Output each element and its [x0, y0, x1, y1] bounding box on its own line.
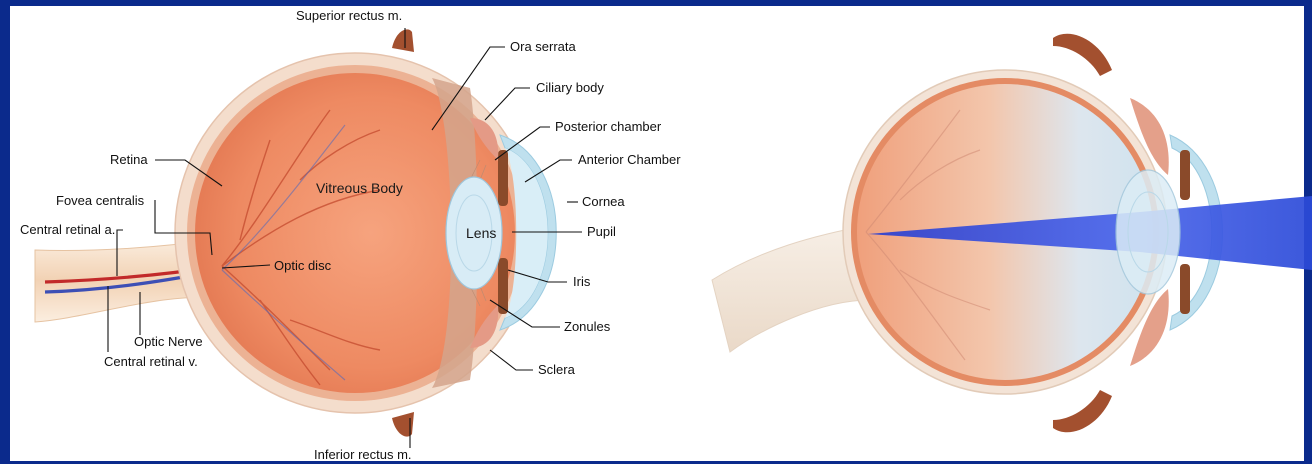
label-zonules: Zonules — [564, 319, 611, 334]
label-pupil: Pupil — [587, 224, 616, 239]
label-ora-serrata: Ora serrata — [510, 39, 577, 54]
label-sclera: Sclera — [538, 362, 576, 377]
label-lens: Lens — [466, 225, 496, 241]
right-iris-lower-shape — [1180, 264, 1190, 314]
label-posterior-chamber: Posterior chamber — [555, 119, 662, 134]
label-iris: Iris — [573, 274, 591, 289]
label-optic-nerve: Optic Nerve — [134, 334, 203, 349]
label-cornea: Cornea — [582, 194, 625, 209]
label-central-retinal-v: Central retinal v. — [104, 354, 198, 369]
label-superior-rectus: Superior rectus m. — [296, 8, 402, 23]
right-lens-shape — [1116, 170, 1180, 294]
label-anterior-chamber: Anterior Chamber — [578, 152, 681, 167]
iris-upper-shape — [498, 150, 508, 206]
label-fovea-centralis: Fovea centralis — [56, 193, 145, 208]
label-ciliary-body: Ciliary body — [536, 80, 604, 95]
label-retina: Retina — [110, 152, 148, 167]
label-central-retinal-a: Central retinal a. — [20, 222, 115, 237]
label-optic-disc: Optic disc — [274, 258, 332, 273]
label-inferior-rectus: Inferior rectus m. — [314, 447, 412, 462]
label-vitreous-body: Vitreous Body — [316, 180, 403, 196]
right-iris-upper-shape — [1180, 150, 1190, 200]
